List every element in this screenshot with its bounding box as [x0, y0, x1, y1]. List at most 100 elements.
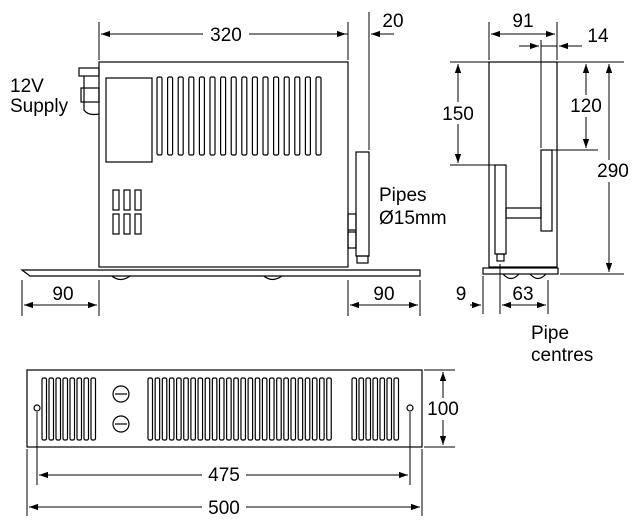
side-louvre-slat	[315, 76, 322, 156]
front-louvre-slat	[183, 377, 189, 441]
side-louvre-slat	[177, 76, 184, 156]
small-vent-slot	[112, 213, 120, 235]
side-louvre-slat	[304, 76, 311, 156]
front-louvre-slat	[226, 377, 232, 441]
small-vent-slot	[123, 189, 131, 211]
front-louvre-slat	[62, 377, 69, 441]
front-louvre-slat	[48, 377, 55, 441]
label-pipes-line1: Pipes	[379, 185, 427, 206]
end-foot-left	[502, 273, 520, 280]
dim-90-left: 90	[52, 284, 73, 305]
label-pipe-centres-line1: Pipe	[531, 323, 569, 344]
side-louvre-grille	[156, 76, 322, 156]
front-louvre-slat	[90, 377, 97, 441]
front-louvre-slat	[76, 377, 83, 441]
supply-cable	[83, 76, 100, 116]
dim-500: 500	[208, 498, 240, 519]
front-louvre-slat	[283, 377, 289, 441]
front-louvre-slat	[190, 377, 196, 441]
small-vent-slot	[123, 213, 131, 235]
control-panel	[105, 77, 153, 163]
front-louvre-left	[41, 377, 97, 441]
dim-90-right: 90	[373, 284, 394, 305]
foot-right	[263, 275, 283, 281]
control-knob-upper	[112, 385, 130, 403]
front-louvre-slat	[319, 377, 325, 441]
front-louvre-slat	[290, 377, 297, 441]
supply-connector	[78, 67, 100, 77]
end-pipe-link	[505, 207, 542, 219]
side-louvre-slat	[294, 76, 301, 156]
side-louvre-slat	[283, 76, 290, 156]
front-louvre-slat	[393, 377, 400, 441]
dim-14: 14	[587, 26, 609, 47]
front-louvre-slat	[372, 377, 379, 441]
small-vent-slot	[134, 189, 142, 211]
side-louvre-slat	[230, 76, 237, 156]
end-base-plate	[482, 267, 559, 275]
side-view-body	[98, 61, 349, 268]
end-foot-right	[529, 273, 547, 280]
annotation-labels: 12V Supply Pipes Ø15mm Pipe centres	[10, 76, 593, 366]
front-louvre-slat	[55, 377, 62, 441]
front-louvre-slat	[247, 377, 254, 441]
front-louvre-slat	[41, 377, 48, 441]
dim-63: 63	[512, 284, 533, 305]
front-louvre-slat	[379, 377, 386, 441]
front-louvre-slat	[261, 377, 268, 441]
control-knob-lower	[112, 415, 130, 433]
front-louvre-slat	[176, 377, 182, 441]
foot-left	[111, 275, 131, 281]
dim-120: 120	[570, 96, 602, 117]
pipe-outlet	[355, 151, 370, 257]
side-louvre-slat	[156, 76, 163, 156]
front-view-body	[26, 369, 423, 448]
side-view	[20, 61, 421, 281]
side-louvre-slat	[241, 76, 248, 156]
pipe-stub-upper	[347, 213, 357, 231]
dim-91: 91	[512, 11, 533, 32]
front-louvre-slat	[197, 377, 204, 441]
front-louvre-slat	[147, 377, 154, 441]
supply-connector-lower	[80, 87, 100, 103]
side-louvre-slat	[262, 76, 269, 156]
label-pipes-line2: Ø15mm	[379, 208, 447, 229]
dim-290: 290	[597, 161, 629, 182]
side-louvre-slat	[220, 76, 227, 156]
front-louvre-slat	[268, 377, 275, 441]
front-louvre-slat	[304, 377, 311, 441]
side-louvre-slat	[167, 76, 174, 156]
side-louvre-slat	[198, 76, 205, 156]
small-vent-slot	[112, 189, 120, 211]
side-louvre-slat	[188, 76, 195, 156]
side-louvre-slat	[209, 76, 216, 156]
dim-150: 150	[442, 104, 474, 125]
pipe-stub-lower	[347, 231, 357, 249]
front-louvre-slat	[276, 377, 282, 441]
front-louvre-slat	[218, 377, 225, 441]
front-louvre-slat	[69, 377, 76, 441]
label-supply-line2: Supply	[10, 96, 69, 117]
end-pipe-lower	[494, 164, 507, 255]
front-louvre-slat	[211, 377, 218, 441]
dim-475: 475	[208, 465, 240, 486]
small-vent	[112, 189, 142, 235]
front-louvre-slat	[365, 377, 372, 441]
front-view	[26, 369, 423, 448]
front-louvre-slat	[240, 377, 247, 441]
dimension-labels: 320 20 90 90 91 14 150 120 290 9 63 100 …	[52, 11, 629, 519]
pipe-nut	[356, 255, 369, 264]
front-louvre-slat	[154, 377, 161, 441]
side-louvre-slat	[273, 76, 280, 156]
front-louvre-right	[351, 377, 400, 441]
front-louvre-slat	[254, 377, 261, 441]
small-vent-slot	[134, 213, 142, 235]
side-dimension-lines	[21, 12, 421, 316]
front-louvre-slat	[83, 377, 90, 441]
label-pipe-centres-line2: centres	[531, 345, 593, 366]
front-louvre-centre	[147, 377, 332, 441]
front-louvre-slat	[168, 377, 175, 441]
front-louvre-slat	[297, 377, 304, 441]
end-pipe-nut	[496, 253, 505, 262]
